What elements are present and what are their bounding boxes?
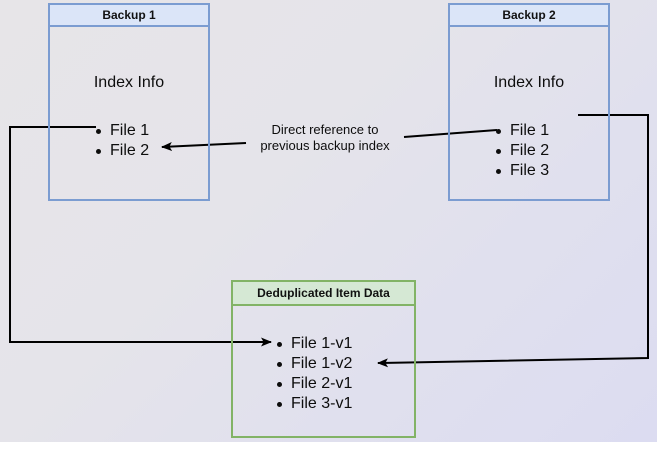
list-item: File 1-v2 [275,354,352,374]
deduplicated-file-list: File 1-v1 File 1-v2 File 2-v1 File 3-v1 [275,334,352,414]
list-item: File 1 [494,121,549,141]
node-backup-1[interactable]: Backup 1 Index Info File 1 File 2 [48,3,210,201]
list-item: File 2 [94,141,149,161]
node-backup-2-title: Backup 2 [450,5,608,27]
node-backup-2-body: Index Info File 1 File 2 File 3 [450,27,608,221]
node-deduplicated-item-data[interactable]: Deduplicated Item Data File 1-v1 File 1-… [231,280,416,438]
list-item: File 2 [494,141,549,161]
edge-label-direct-reference: Direct reference to previous backup inde… [260,122,390,153]
list-item: File 3 [494,161,549,181]
list-item: File 3-v1 [275,394,352,414]
list-item: File 1-v1 [275,334,352,354]
list-item: File 1 [94,121,149,141]
node-backup-1-title: Backup 1 [50,5,208,27]
node-backup-2[interactable]: Backup 2 Index Info File 1 File 2 File 3 [448,3,610,201]
list-item: File 2-v1 [275,374,352,394]
diagram-canvas: Backup 1 Index Info File 1 File 2 Backup… [0,0,657,442]
backup-2-index-info-label: Index Info [493,74,565,91]
backup-1-index-info-label: Index Info [93,74,165,91]
backup-2-file-list: File 1 File 2 File 3 [494,121,549,181]
node-backup-1-body: Index Info File 1 File 2 [50,27,208,221]
backup-1-file-list: File 1 File 2 [94,121,149,161]
node-deduplicated-title: Deduplicated Item Data [233,282,414,306]
node-deduplicated-body: File 1-v1 File 1-v2 File 2-v1 File 3-v1 [233,306,414,460]
